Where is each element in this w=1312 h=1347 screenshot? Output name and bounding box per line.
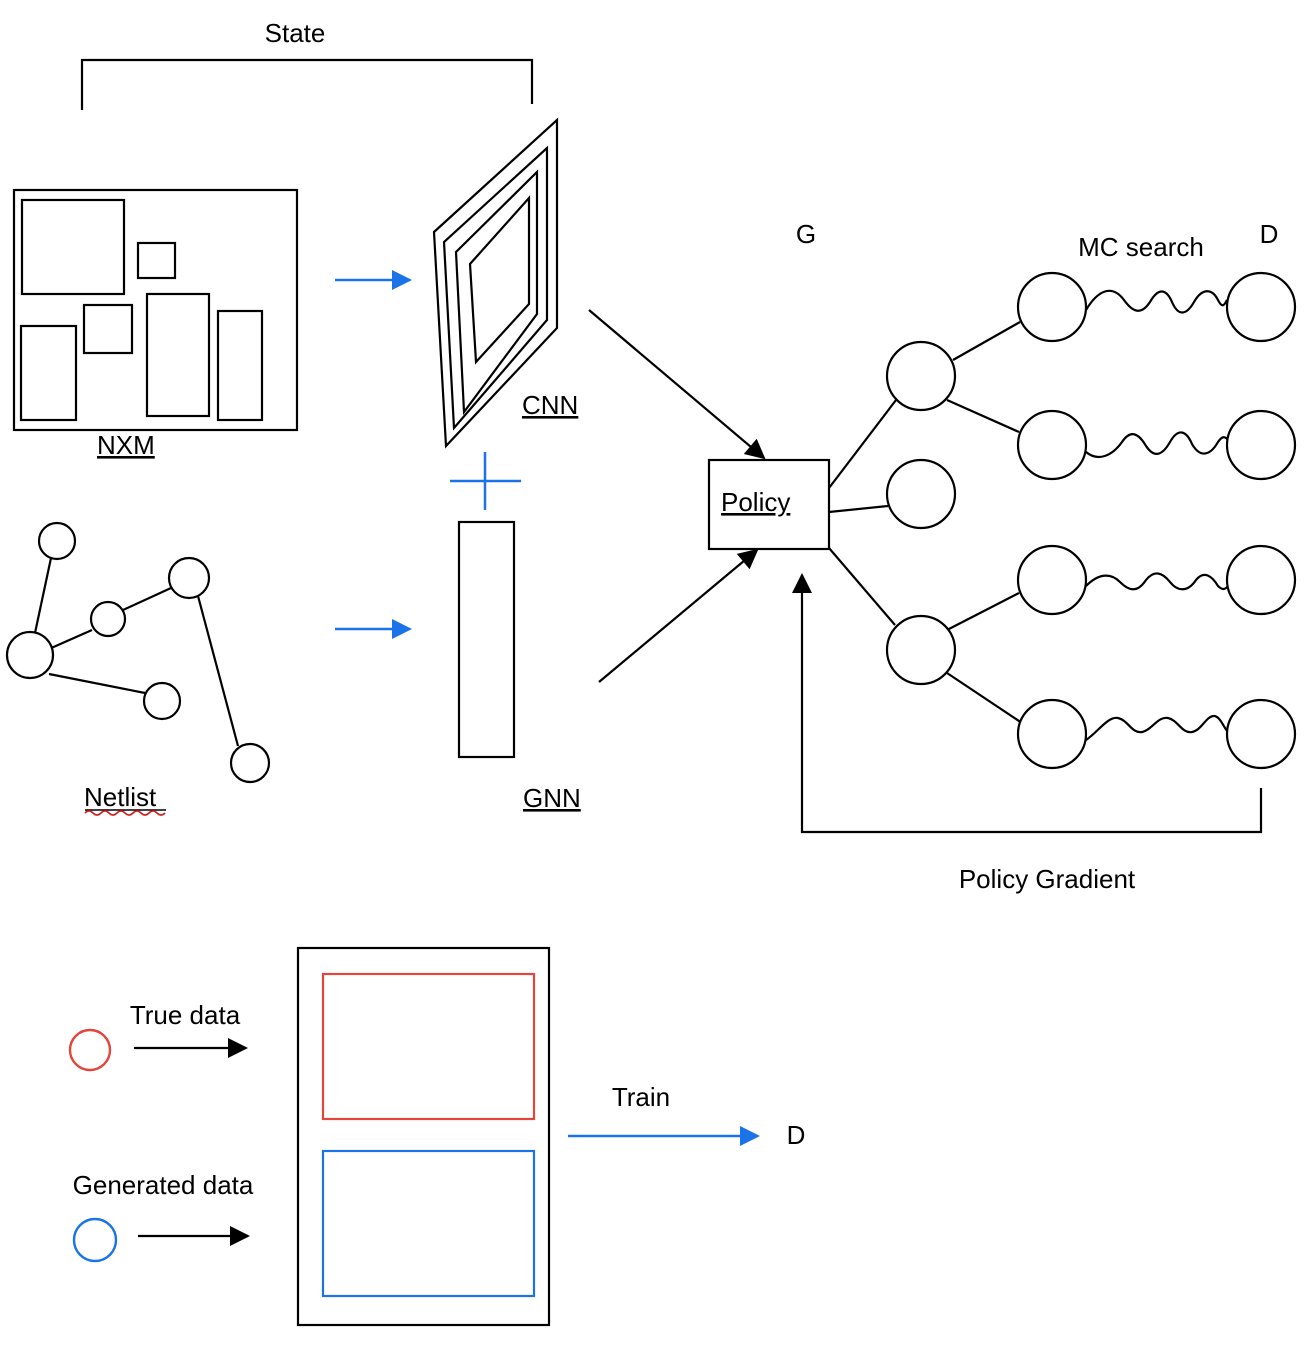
generated-data-circle bbox=[72, 1217, 118, 1263]
train-target-label: D bbox=[787, 1120, 806, 1150]
netlist-label: Netlist bbox=[84, 782, 157, 812]
cnn-label: CNN bbox=[522, 390, 578, 420]
mc-search-links bbox=[1085, 289, 1229, 741]
nxm-grid bbox=[12, 188, 299, 432]
policy-label: Policy bbox=[721, 487, 790, 517]
true-data-circle bbox=[68, 1028, 112, 1072]
discriminator-label: D bbox=[1260, 219, 1279, 249]
search-tree-edges bbox=[828, 321, 1023, 724]
state-label: State bbox=[265, 18, 326, 48]
search-tree-nodes bbox=[885, 271, 1088, 770]
state-bracket bbox=[80, 58, 534, 110]
generated-data-label: Generated data bbox=[73, 1170, 254, 1200]
tree-node bbox=[1016, 544, 1088, 616]
tree-node bbox=[1225, 409, 1297, 481]
tree-node bbox=[1225, 271, 1297, 343]
true-data-box bbox=[321, 972, 536, 1121]
tree-node bbox=[1225, 698, 1297, 770]
policy-gradient-label: Policy Gradient bbox=[959, 864, 1136, 894]
generator-label: G bbox=[796, 219, 816, 249]
tree-node bbox=[885, 458, 957, 530]
dataset-box bbox=[296, 946, 551, 1327]
gnn-block bbox=[457, 520, 516, 759]
cnn-block bbox=[432, 117, 559, 449]
policy-gradient-feedback-arrow bbox=[792, 573, 1263, 834]
spellcheck-squiggle bbox=[84, 810, 166, 816]
tree-node bbox=[1225, 544, 1297, 616]
policy-box bbox=[707, 458, 831, 551]
generated-data-box bbox=[321, 1149, 536, 1298]
tree-node bbox=[1016, 698, 1088, 770]
netlist-graph bbox=[5, 521, 271, 784]
train-label: Train bbox=[612, 1082, 670, 1112]
tree-node bbox=[1016, 409, 1088, 481]
gnn-to-policy-arrow bbox=[598, 548, 759, 683]
discriminator-nodes bbox=[1225, 271, 1297, 770]
cnn-to-policy-arrow bbox=[588, 309, 766, 460]
mc-search-label: MC search bbox=[1078, 232, 1204, 262]
tree-node bbox=[885, 340, 957, 412]
tree-node bbox=[1016, 271, 1088, 343]
true-data-label: True data bbox=[130, 1000, 241, 1030]
gnn-label: GNN bbox=[523, 783, 581, 813]
tree-node bbox=[885, 614, 957, 686]
plus-icon bbox=[450, 452, 521, 510]
nxm-label: NXM bbox=[97, 430, 155, 460]
